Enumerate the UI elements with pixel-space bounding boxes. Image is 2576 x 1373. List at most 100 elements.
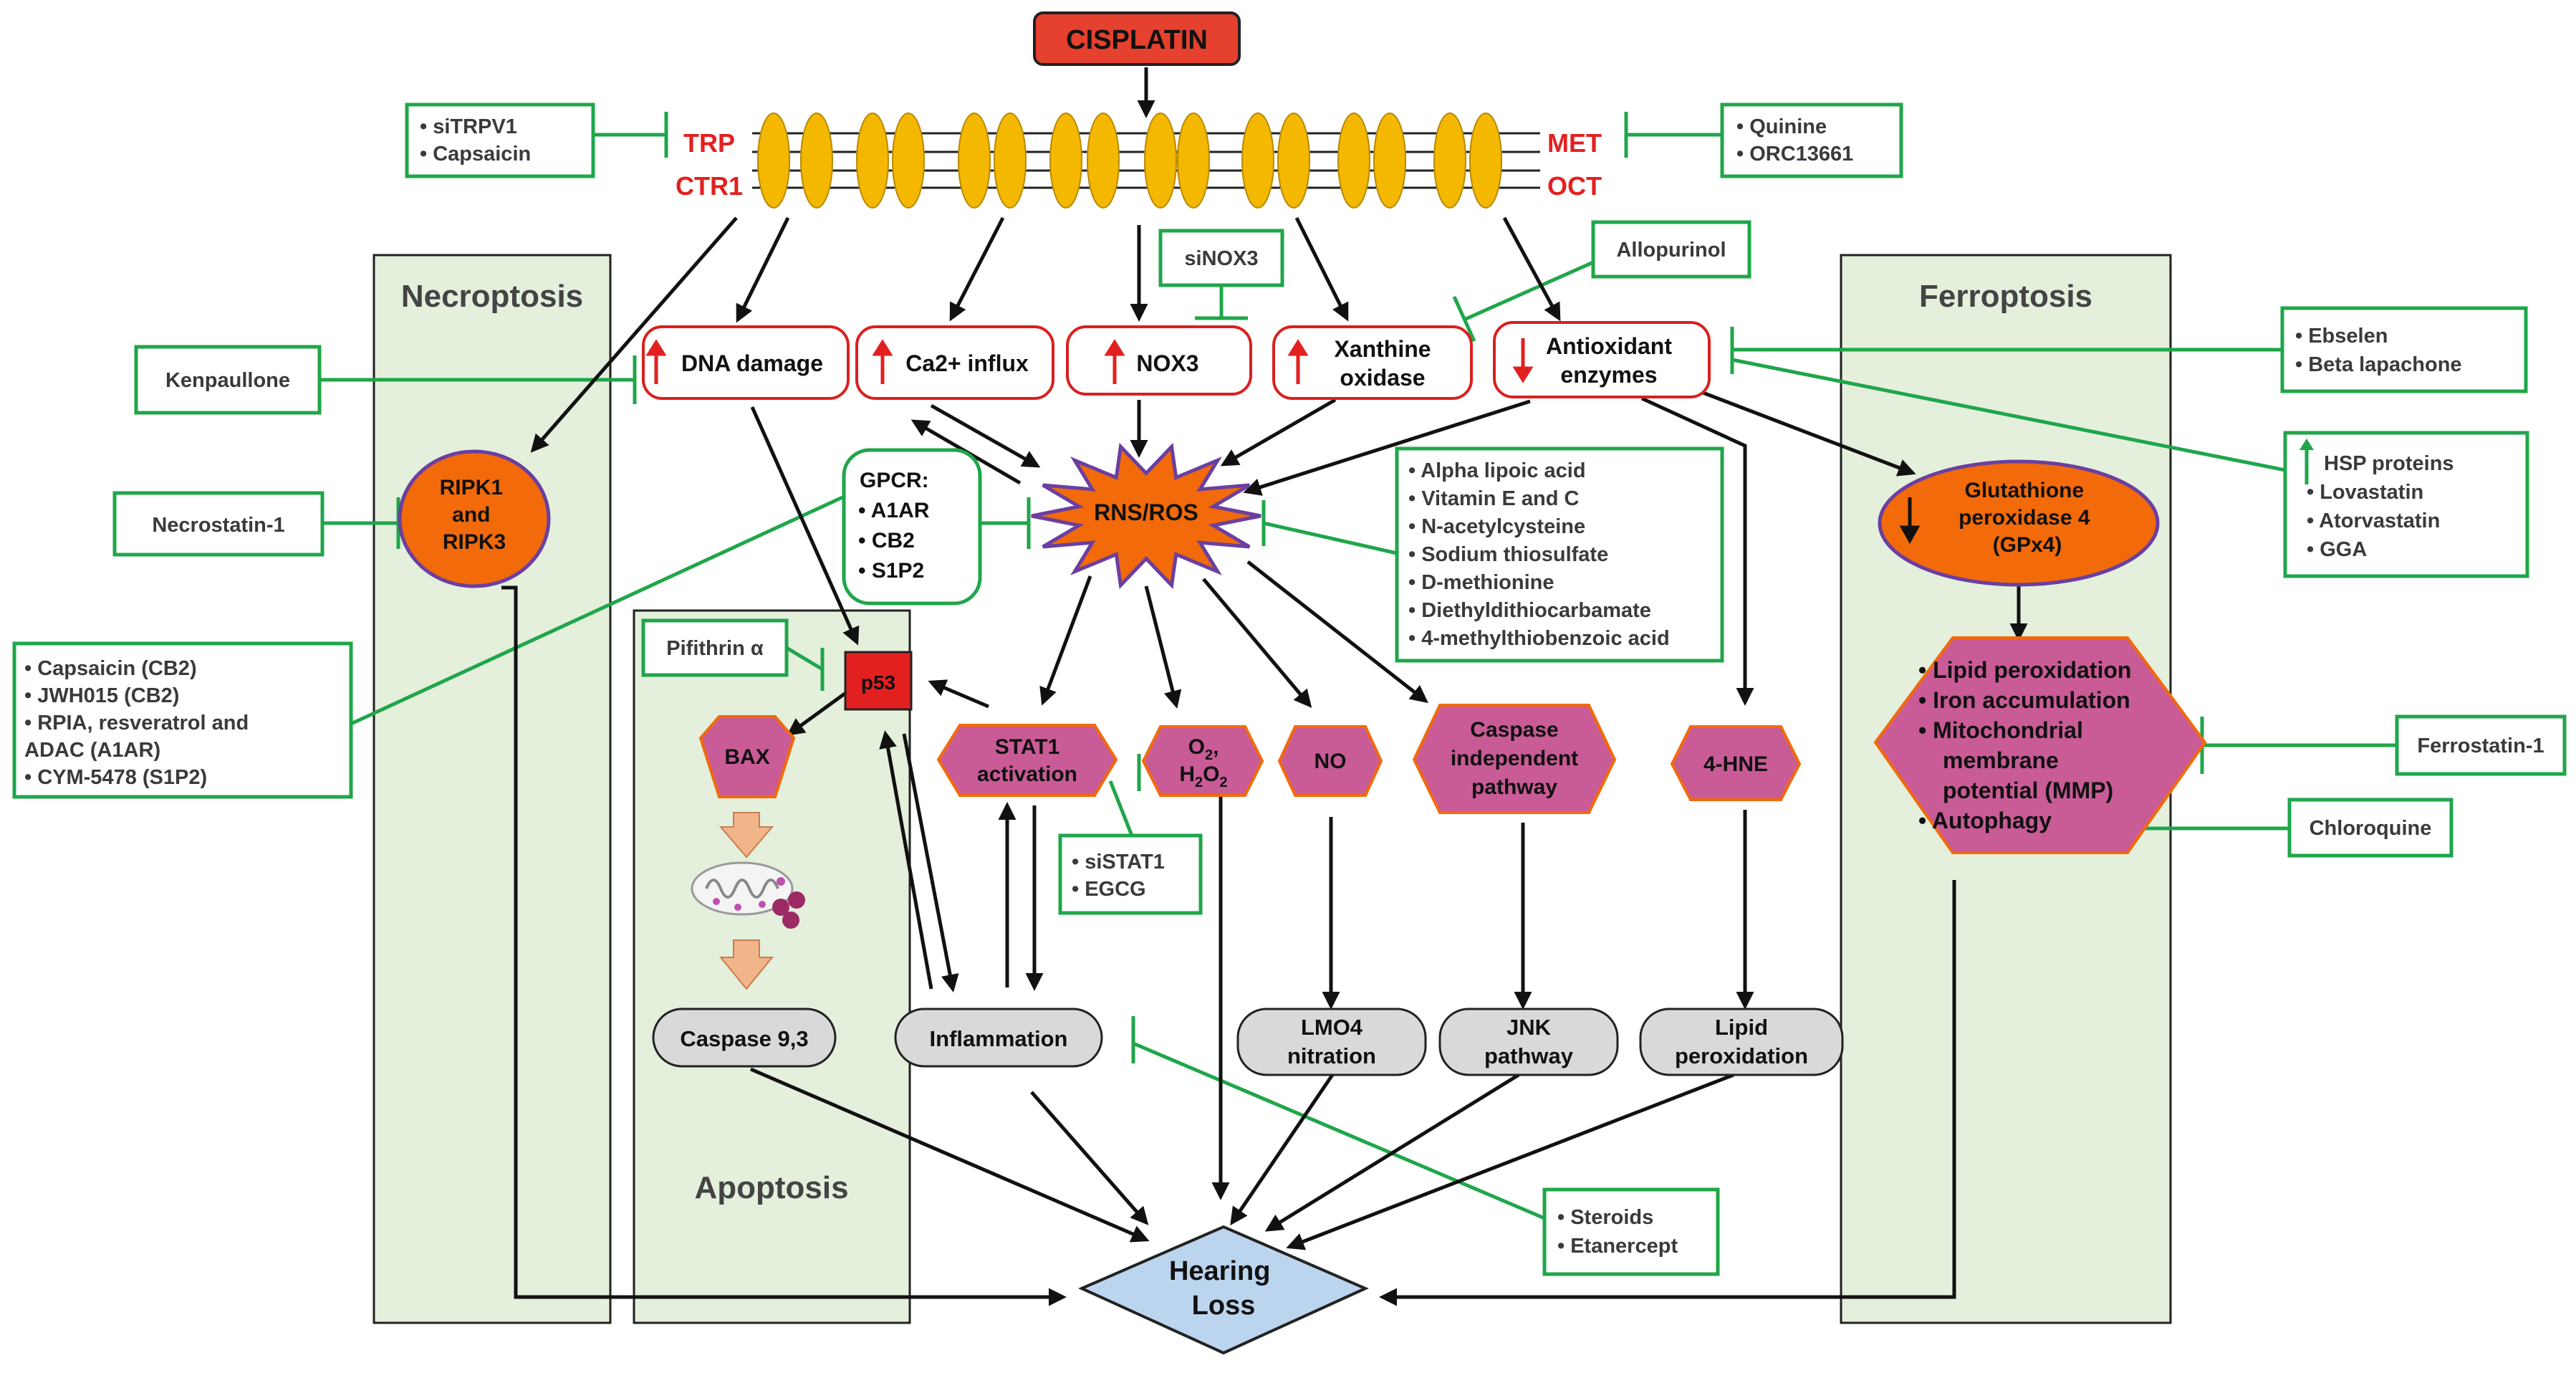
membrane-channel-15 <box>1433 113 1466 209</box>
ros-label: RNS/ROS <box>1094 499 1198 525</box>
ci-line-3: pathway <box>1471 775 1557 799</box>
gpcr-agonist-line-4: ADAC (A1AR) <box>24 739 160 762</box>
inhib-antioxidants <box>1261 500 1398 555</box>
arrow-antiox-gpx4 <box>1698 389 1916 477</box>
inhibitor-pifithrin-text: Pifithrin α <box>666 637 764 660</box>
ferro-line-4: membrane <box>1943 747 2059 773</box>
ferro-line-2: • Iron accumulation <box>1918 687 2130 713</box>
ferroptosis-features-node <box>1873 636 2207 854</box>
inhibitor-stat1-text: • siSTAT1 • EGCG <box>1072 851 1165 901</box>
inhib-stat1 <box>1108 754 1141 836</box>
hsp-line-3: • Atorvastatin <box>2307 510 2440 532</box>
gpcr-item-2: • CB2 <box>858 529 915 552</box>
membrane-channel-13 <box>1337 113 1370 209</box>
inhibitor-stat1-box <box>1058 833 1203 915</box>
gpcr-agonist-line-1: • Capsaicin (CB2) <box>24 657 197 680</box>
gpcr-title: GPCR: <box>860 469 929 492</box>
stat1-inhib-line-2: • EGCG <box>1072 878 1146 901</box>
gpcr-box <box>842 448 982 606</box>
bax-label: BAX <box>724 745 769 769</box>
o2-sub: 2 <box>1205 747 1213 763</box>
jnk-line-1: JNK <box>1506 1015 1552 1040</box>
hearing-loss-label: Hearing Loss <box>1169 1256 1278 1321</box>
antioxidant-line-5: • D-methionine <box>1408 571 1554 594</box>
inhibitor-steroids-box <box>1542 1187 1720 1276</box>
membrane-channels <box>757 113 1502 209</box>
inhibitor-gpcr-agonists-text: • Capsaicin (CB2) • JWH015 (CB2) • RPIA,… <box>24 657 254 789</box>
o2-comma: , <box>1213 735 1219 759</box>
bax-node <box>698 715 796 798</box>
p53-box <box>844 651 913 711</box>
stat1-line-2: activation <box>977 762 1077 786</box>
ros-starburst <box>1031 442 1261 590</box>
inhibitor-met-text: • Quinine• ORC13661 <box>1736 115 1853 166</box>
hsp-line-1: HSP proteins <box>2324 452 2454 475</box>
ferro-line-5: potential (MMP) <box>1943 778 2113 803</box>
membrane-channel-4 <box>892 113 925 209</box>
gpcr-item-3: • S1P2 <box>858 559 924 583</box>
effect-ca-influx-label: Ca2+ influx <box>905 350 1029 376</box>
down-arrow-icon <box>1512 338 1534 383</box>
membrane-channel-12 <box>1277 113 1310 209</box>
inhibitor-hsp-box <box>2283 431 2529 578</box>
membrane-channel-16 <box>1469 113 1502 209</box>
down-arrow-icon <box>1899 497 1921 545</box>
arrow-ros-stat1 <box>1039 575 1092 706</box>
membrane-channel-7 <box>1049 113 1082 209</box>
lipid-box <box>1639 1008 1844 1076</box>
gpx4-line-2: peroxidase 4 <box>1959 506 2090 530</box>
lmo4-line-2: nitration <box>1287 1043 1376 1068</box>
hearing-loss-line-1: Hearing <box>1169 1256 1270 1286</box>
arrow-ros-caspase-indep <box>1246 560 1428 704</box>
label-oct: OCT <box>1547 171 1602 201</box>
antioxidant-line-2: • Vitamin E and C <box>1408 487 1580 510</box>
arrow-to-antiox <box>1502 216 1561 322</box>
inhibitor-ferrostatin-text: Ferrostatin-1 <box>2417 735 2544 757</box>
gpcr-agonist-line-5: • CYM-5478 (S1P2) <box>24 766 207 789</box>
lipid-line-1: Lipid <box>1715 1015 1768 1040</box>
arrow-antiox-ros <box>1243 399 1531 496</box>
ebselen-line-2: • Beta lapachone <box>2295 353 2462 376</box>
h2o2-h: H <box>1179 762 1195 786</box>
ferro-line-1: • Lipid peroxidation <box>1918 657 2131 683</box>
ripk-line-1: RIPK1 <box>440 476 503 499</box>
label-trp: TRP <box>683 128 735 158</box>
cisplatin-label: CISPLATIN <box>1066 25 1208 55</box>
antioxidant-line-4: • Sodium thiosulfate <box>1408 543 1608 566</box>
h2o2-sub2: 2 <box>1220 775 1228 790</box>
inhibitor-necrostatin-box <box>112 491 325 557</box>
gpcr-agonist-line-2: • JWH015 (CB2) <box>24 684 179 707</box>
arrow-p53-infl <box>902 733 959 992</box>
arrow-ros-no <box>1202 578 1312 708</box>
ferro-line-3: • Mitochondrial <box>1918 717 2083 743</box>
hne-label: 4-HNE <box>1703 752 1768 776</box>
label-ctr1: CTR1 <box>676 171 743 201</box>
necroptosis-panel <box>373 254 612 1324</box>
xanthine-line-2: oxidase <box>1340 365 1425 391</box>
stat1-inhib-line-1: • siSTAT1 <box>1072 851 1165 874</box>
mitochondrion-icon <box>691 861 805 929</box>
hsp-up-arrowhead <box>2299 439 2314 450</box>
arrow-to-dna <box>736 216 790 323</box>
ci-line-1: Caspase <box>1470 718 1558 742</box>
stat1-node <box>936 724 1118 797</box>
arrow-stat1-p53 <box>928 679 989 709</box>
inhibitor-met-box <box>1720 102 1903 178</box>
arrow-casp-hl <box>750 1067 1150 1243</box>
membrane-channel-11 <box>1241 113 1274 209</box>
arrow-infl-p53-1 <box>879 730 933 990</box>
arrow-ros-o2 <box>1144 585 1182 709</box>
up-arrow-icon <box>1287 339 1309 384</box>
gpx4-node <box>1878 459 2160 587</box>
inhibitor-trp-box <box>405 102 595 178</box>
ferro-line-6: • Autophagy <box>1918 808 2052 833</box>
lmo4-line-1: LMO4 <box>1301 1015 1363 1040</box>
inhib-met <box>1624 112 1722 158</box>
label-met: MET <box>1547 128 1602 158</box>
arrow-jnk-hl <box>1264 1073 1520 1232</box>
antiox-line-1: Antioxidant <box>1546 333 1672 359</box>
